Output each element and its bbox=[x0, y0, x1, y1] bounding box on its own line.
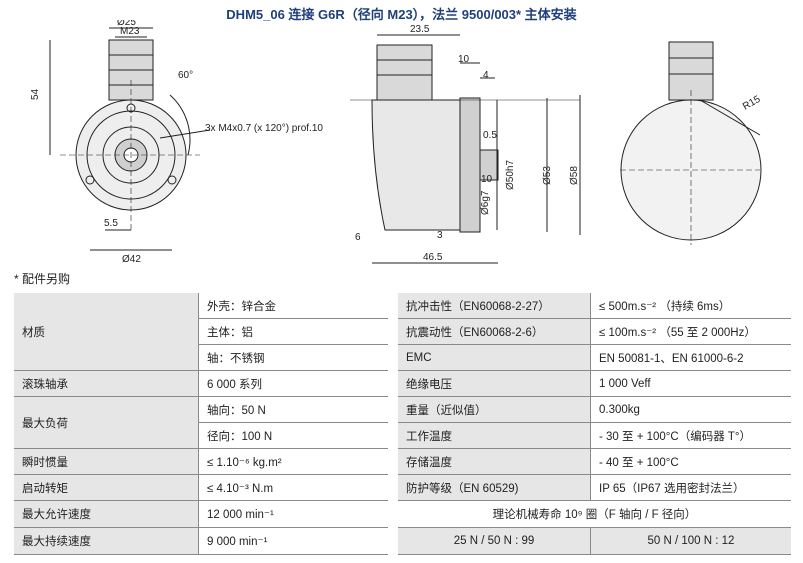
dim-05: 0.5 bbox=[483, 130, 497, 141]
life-header: 理论机械寿命 10⁹ 圈（F 轴向 / F 径向） bbox=[398, 501, 791, 528]
dim-465: 46.5 bbox=[423, 252, 443, 263]
value-torque: ≤ 4.10⁻³ N.m bbox=[198, 475, 388, 501]
value-shock: ≤ 500m.s⁻² （持续 6ms） bbox=[590, 293, 791, 319]
value-insulation: 1 000 Veff bbox=[590, 371, 791, 397]
dim-screw: 3x M4x0.7 (x 120°) prof.10 bbox=[205, 123, 323, 134]
value-shaft: 轴：不锈钢 bbox=[198, 345, 388, 371]
label-shock: 抗冲击性（EN60068-2-27） bbox=[398, 293, 590, 319]
dim-10: 10 bbox=[458, 54, 470, 65]
label-bearing: 滚珠轴承 bbox=[14, 371, 198, 397]
dim-6g7: Ø6g7 bbox=[480, 190, 491, 215]
label-torque: 启动转矩 bbox=[14, 475, 198, 501]
value-radial: 径向：100 N bbox=[198, 423, 388, 449]
label-material: 材质 bbox=[14, 293, 198, 371]
front-view bbox=[49, 27, 211, 251]
rear-view bbox=[620, 41, 762, 245]
dim-42: Ø42 bbox=[122, 254, 141, 265]
value-axial: 轴向：50 N bbox=[198, 397, 388, 423]
left-spec-table: 材质 外壳：锌合金 主体：铝 轴：不锈钢 滚珠轴承 6 000 系列 最大负荷 … bbox=[14, 293, 388, 558]
value-inertia: ≤ 1.10⁻⁶ kg.m² bbox=[198, 449, 388, 475]
label-inertia: 瞬时惯量 bbox=[14, 449, 198, 475]
value-storage-temp: - 40 至 + 100°C bbox=[590, 449, 791, 475]
label-insulation: 绝缘电压 bbox=[398, 371, 590, 397]
value-op-temp: - 30 至 + 100°C（编码器 T°） bbox=[590, 423, 791, 449]
value-bearing: 6 000 系列 bbox=[198, 371, 388, 397]
dim-50: Ø50h7 bbox=[505, 160, 516, 190]
dim-54: 54 bbox=[30, 88, 41, 100]
value-max-speed: 12 000 min⁻¹ bbox=[198, 501, 388, 528]
dim-58: Ø58 bbox=[569, 166, 580, 185]
label-protection: 防护等级（EN 60529) bbox=[398, 475, 590, 501]
label-weight: 重量（近似值） bbox=[398, 397, 590, 423]
dim-53: Ø53 bbox=[542, 166, 553, 185]
label-emc: EMC bbox=[398, 345, 590, 371]
dim-4: 4 bbox=[483, 70, 489, 81]
life-value-1: 25 N / 50 N : 99 bbox=[398, 528, 590, 555]
value-weight: 0.300kg bbox=[590, 397, 791, 423]
label-storage-temp: 存储温度 bbox=[398, 449, 590, 475]
label-vibration: 抗震动性（EN60068-2-6） bbox=[398, 319, 590, 345]
value-cont-speed: 9 000 min⁻¹ bbox=[198, 528, 388, 555]
accessory-note: * 配件另购 bbox=[14, 272, 71, 286]
dim-r15: R15 bbox=[741, 94, 763, 113]
technical-drawing: Ø25 M23 54 60° 3x M4x0.7 (x 120°) prof.1… bbox=[30, 20, 763, 265]
right-spec-table: 抗冲击性（EN60068-2-27） ≤ 500m.s⁻² （持续 6ms） 抗… bbox=[398, 293, 791, 558]
label-cont-speed: 最大持续速度 bbox=[14, 528, 198, 555]
value-body: 主体：铝 bbox=[198, 319, 388, 345]
page-title: DHM5_06 连接 G6R（径向 M23），法兰 9500/003* 主体安装 bbox=[226, 7, 577, 22]
label-max-speed: 最大允许速度 bbox=[14, 501, 198, 528]
value-protection: IP 65（IP67 选用密封法兰） bbox=[590, 475, 791, 501]
dim-d25: Ø25 bbox=[117, 20, 136, 28]
dim-angle: 60° bbox=[178, 70, 193, 81]
value-housing: 外壳：锌合金 bbox=[198, 293, 388, 319]
side-view bbox=[350, 34, 581, 264]
label-max-load: 最大负荷 bbox=[14, 397, 198, 449]
dim-10b: 10 bbox=[481, 174, 493, 185]
dim-55: 5.5 bbox=[104, 218, 118, 229]
label-op-temp: 工作温度 bbox=[398, 423, 590, 449]
dim-235: 23.5 bbox=[410, 24, 430, 35]
dim-6: 6 bbox=[355, 232, 361, 243]
value-vibration: ≤ 100m.s⁻² （55 至 2 000Hz） bbox=[590, 319, 791, 345]
dim-3: 3 bbox=[437, 230, 443, 241]
life-value-2: 50 N / 100 N : 12 bbox=[590, 528, 791, 555]
dim-m23: M23 bbox=[120, 26, 140, 37]
value-emc: EN 50081-1、EN 61000-6-2 bbox=[590, 345, 791, 371]
